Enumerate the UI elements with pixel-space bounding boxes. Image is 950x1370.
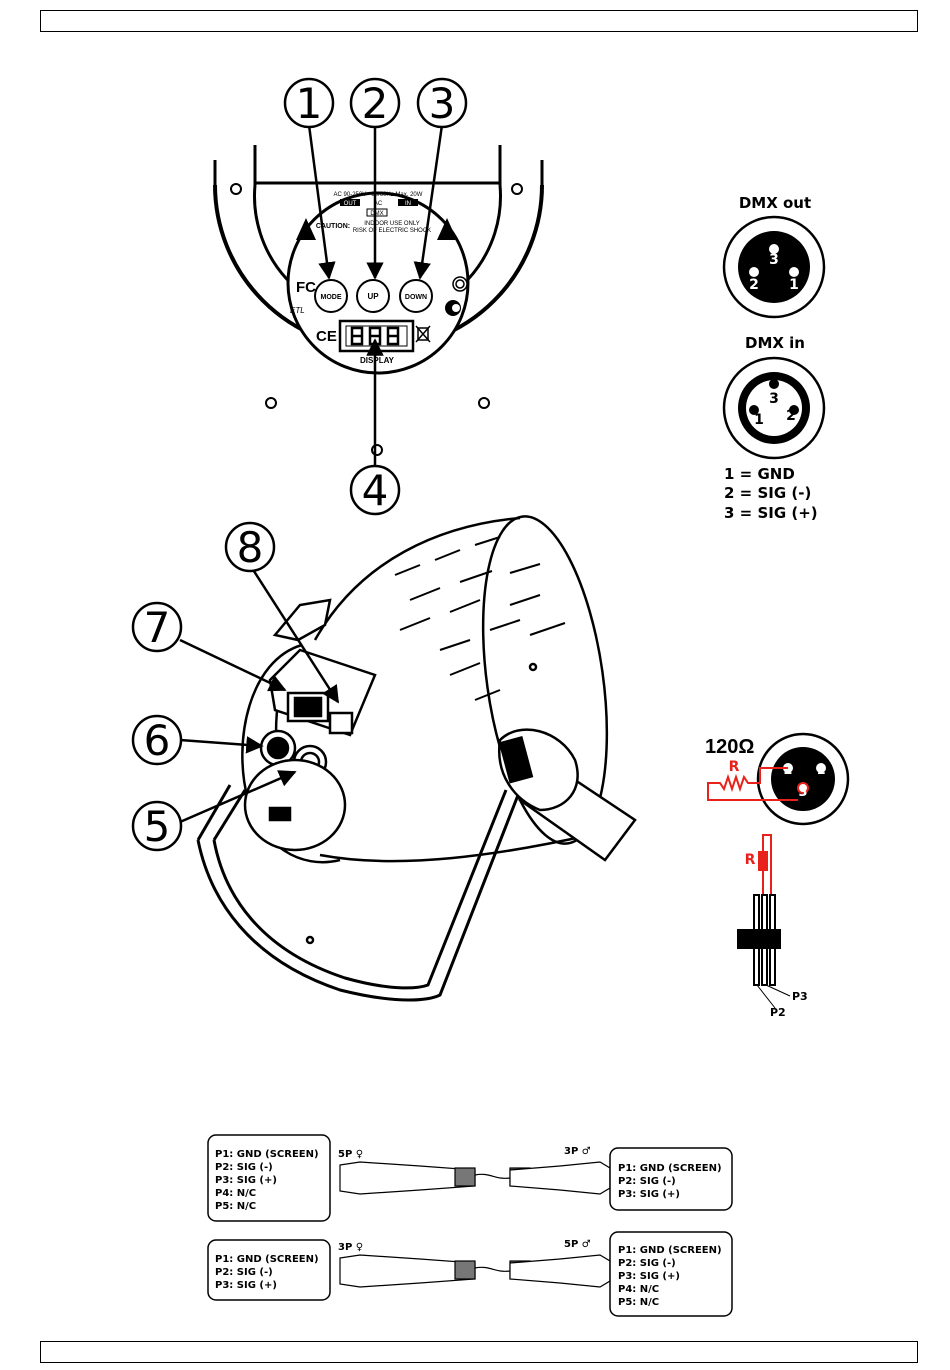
callout-8: 8 [224, 521, 276, 573]
warning-triangle-icon [296, 218, 457, 240]
dmx-in-pin-2: 2 [786, 408, 796, 424]
rear-panel-figure: AC 90-250V~ 50/60Hz Max. 20W OUT AC IN D… [213, 145, 544, 456]
dmx-in-connector: 3 1 2 [722, 356, 826, 460]
dmx-out-pin-3: 3 [769, 252, 779, 268]
svg-text:3: 3 [429, 79, 456, 128]
adapter-5p-to-3p: P1: GND (SCREEN) P2: SIG (-) P3: SIG (+)… [207, 1134, 733, 1222]
svg-text:P1: GND (SCREEN): P1: GND (SCREEN) [215, 1149, 319, 1160]
svg-text:P1: GND (SCREEN): P1: GND (SCREEN) [215, 1254, 319, 1265]
svg-text:8: 8 [237, 523, 264, 572]
callout-1: 1 [283, 77, 335, 129]
footer-frame [40, 1341, 918, 1363]
svg-text:P3: SIG (+): P3: SIG (+) [215, 1175, 277, 1186]
out-label: OUT [344, 201, 357, 207]
pin-legend-2: 2 = SIG (-) [724, 484, 811, 502]
svg-text:P4: N/C: P4: N/C [618, 1284, 659, 1295]
up-button-label: UP [367, 292, 379, 301]
etl-mark: ETL [290, 306, 305, 315]
dmx-out-title: DMX out [739, 194, 811, 212]
p2-label: P2 [770, 1006, 786, 1019]
pin-header-figure: R P3 P2 [737, 834, 808, 1019]
dmx-in-title: DMX in [745, 334, 805, 352]
svg-text:6: 6 [144, 716, 171, 765]
svg-text:P5: N/C: P5: N/C [215, 1201, 256, 1212]
callout-2: 2 [349, 77, 401, 129]
terminator-pin-3: 3 [798, 785, 807, 800]
ac-label: AC [374, 201, 383, 207]
terminator-pin-1: 1 [816, 763, 825, 778]
ce-mark: CE [316, 328, 337, 345]
pin-legend-1: 1 = GND [724, 465, 795, 483]
svg-text:P1: GND (SCREEN): P1: GND (SCREEN) [618, 1245, 722, 1256]
svg-text:P4: N/C: P4: N/C [215, 1188, 256, 1199]
caution-line-1: INDOOR USE ONLY [364, 221, 420, 227]
header-frame [40, 10, 918, 32]
header-resistor-label: R [745, 852, 756, 868]
svg-text:5: 5 [144, 802, 171, 851]
mode-button-label: MODE [321, 294, 342, 301]
in-label: IN [405, 201, 411, 207]
svg-text:P3: SIG (+): P3: SIG (+) [618, 1189, 680, 1200]
down-button[interactable]: DOWN [399, 279, 433, 313]
dmx-in-pin-1: 1 [754, 412, 764, 428]
dmx-label: DMX [370, 211, 383, 217]
svg-text:4: 4 [362, 466, 389, 515]
mode-button[interactable]: MODE [314, 279, 348, 313]
callout-4: 4 [349, 464, 401, 516]
svg-text:1: 1 [296, 79, 323, 128]
svg-text:P2: SIG (-): P2: SIG (-) [215, 1162, 273, 1173]
dmx-out-pin-1: 1 [789, 277, 799, 293]
dmx-out-connector: 3 2 1 [722, 215, 826, 319]
p3-label: P3 [792, 990, 808, 1003]
callout-6: 6 [131, 714, 183, 766]
caution-label: CAUTION: [316, 223, 350, 230]
resistor-label: R [729, 759, 740, 775]
dmx-out-pin-2: 2 [749, 277, 759, 293]
terminator-wire [707, 767, 798, 801]
csa-mark-icon [452, 276, 468, 292]
right-connector-label-2: 5P ♂ [564, 1239, 591, 1250]
caution-line-2: RISK OF ELECTRIC SHOCK [353, 228, 431, 234]
callout-3: 3 [416, 77, 468, 129]
adapter-3p-to-5p: P1: GND (SCREEN) P2: SIG (-) P3: SIG (+)… [207, 1231, 733, 1317]
pin-legend-3: 3 = SIG (+) [724, 504, 818, 522]
weee-bin-icon [415, 325, 431, 343]
down-button-label: DOWN [405, 294, 427, 301]
callout-5: 5 [131, 800, 183, 852]
svg-text:P2: SIG (-): P2: SIG (-) [618, 1258, 676, 1269]
terminator-connector: 2 1 3 [756, 732, 850, 826]
svg-text:P2: SIG (-): P2: SIG (-) [618, 1176, 676, 1187]
fixture-figure [196, 515, 637, 1002]
svg-text:7: 7 [144, 603, 171, 652]
right-connector-label: 3P ♂ [564, 1146, 591, 1157]
callout-7: 7 [131, 601, 183, 653]
svg-text:P2: SIG (-): P2: SIG (-) [215, 1267, 273, 1278]
up-button[interactable]: UP [356, 279, 390, 313]
svg-text:P3: SIG (+): P3: SIG (+) [618, 1271, 680, 1282]
left-connector-label: 5P ♀ [338, 1149, 363, 1160]
svg-text:P1: GND (SCREEN): P1: GND (SCREEN) [618, 1163, 722, 1174]
fcc-mark: FC [296, 279, 316, 296]
svg-text:P5: N/C: P5: N/C [618, 1297, 659, 1308]
callout-arrows-bottom [179, 564, 340, 824]
svg-text:P3: SIG (+): P3: SIG (+) [215, 1280, 277, 1291]
dmx-in-pin-3: 3 [769, 391, 779, 407]
resistance-label: 120Ω [705, 736, 754, 758]
c-mark-icon [445, 300, 461, 316]
callout-arrows-top [307, 124, 444, 466]
terminator-pin-2: 2 [783, 763, 792, 778]
led-display [338, 319, 415, 353]
svg-text:2: 2 [362, 79, 389, 128]
power-rating-text: AC 90-250V~ 50/60Hz Max. 20W [334, 192, 423, 198]
display-label: DISPLAY [360, 356, 395, 365]
left-connector-label-2: 3P ♀ [338, 1242, 363, 1253]
pin-legend: 1 = GND 2 = SIG (-) 3 = SIG (+) [724, 465, 818, 522]
